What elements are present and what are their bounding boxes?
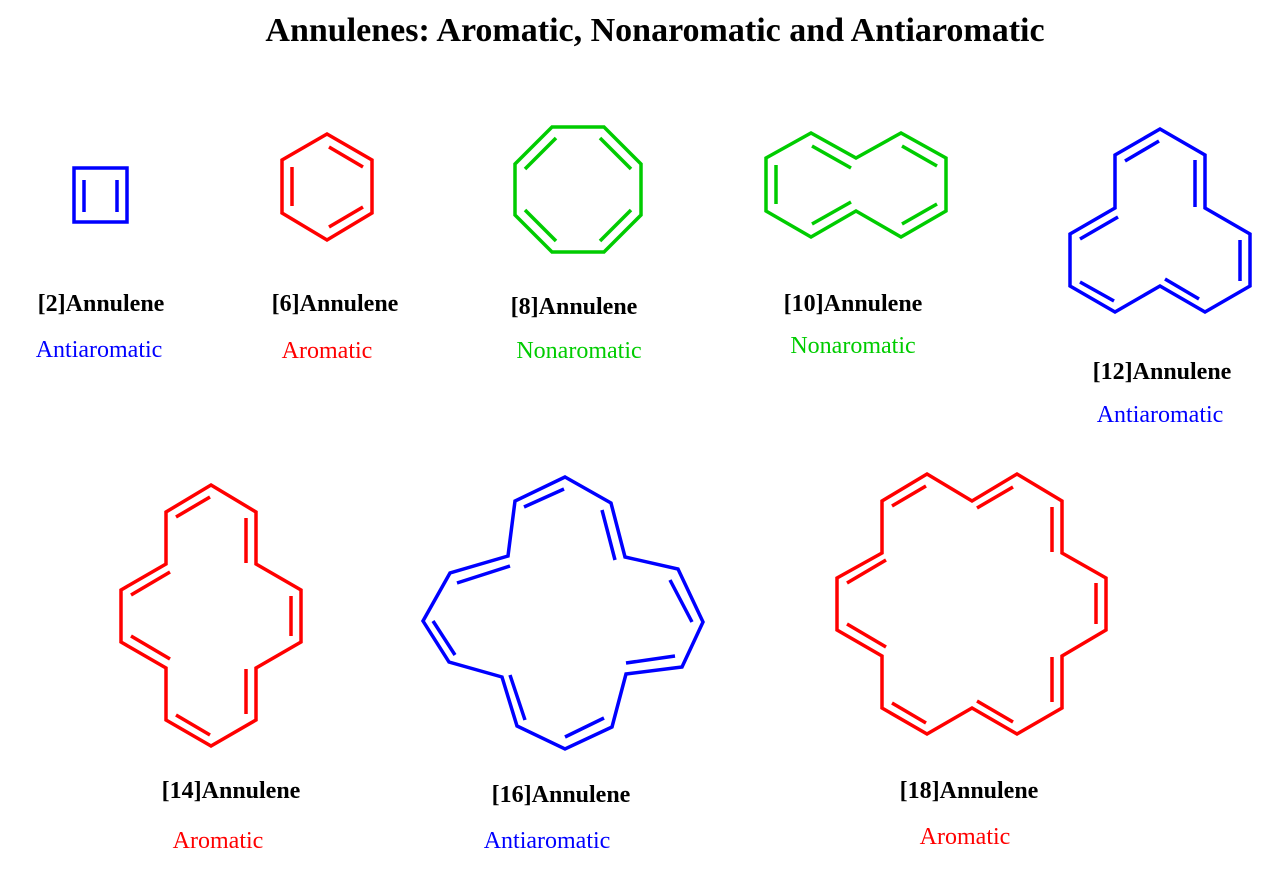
molecule-name-10-annulene: [10]Annulene xyxy=(783,291,923,317)
molecule-name-14-annulene: [14]Annulene xyxy=(161,778,301,804)
molecule-name-18-annulene: [18]Annulene xyxy=(899,778,1039,804)
structure-14-annulene xyxy=(119,482,303,749)
structure-8-annulene xyxy=(513,125,643,254)
classification-10-annulene: Nonaromatic xyxy=(790,333,916,359)
molecule-name-2-annulene: [2]Annulene xyxy=(37,291,165,317)
molecule-name-8-annulene: [8]Annulene xyxy=(510,294,638,320)
structure-18-annulene xyxy=(835,471,1108,737)
classification-8-annulene: Nonaromatic xyxy=(516,338,642,364)
molecule-name-6-annulene: [6]Annulene xyxy=(271,291,399,317)
molecule-name-12-annulene: [12]Annulene xyxy=(1092,359,1232,385)
classification-12-annulene: Antiaromatic xyxy=(1096,402,1224,428)
structure-2-annulene xyxy=(72,166,129,224)
molecule-name-16-annulene: [16]Annulene xyxy=(491,782,631,808)
classification-18-annulene: Aromatic xyxy=(919,824,1011,850)
structure-12-annulene xyxy=(1068,126,1252,315)
classification-6-annulene: Aromatic xyxy=(281,338,373,364)
classification-2-annulene: Antiaromatic xyxy=(35,337,163,363)
classification-14-annulene: Aromatic xyxy=(172,828,264,854)
structure-10-annulene xyxy=(764,130,948,240)
page-title: Annulenes: Aromatic, Nonaromatic and Ant… xyxy=(265,12,1045,49)
structure-6-annulene xyxy=(280,131,374,243)
structure-16-annulene xyxy=(420,475,705,751)
classification-16-annulene: Antiaromatic xyxy=(483,828,611,854)
